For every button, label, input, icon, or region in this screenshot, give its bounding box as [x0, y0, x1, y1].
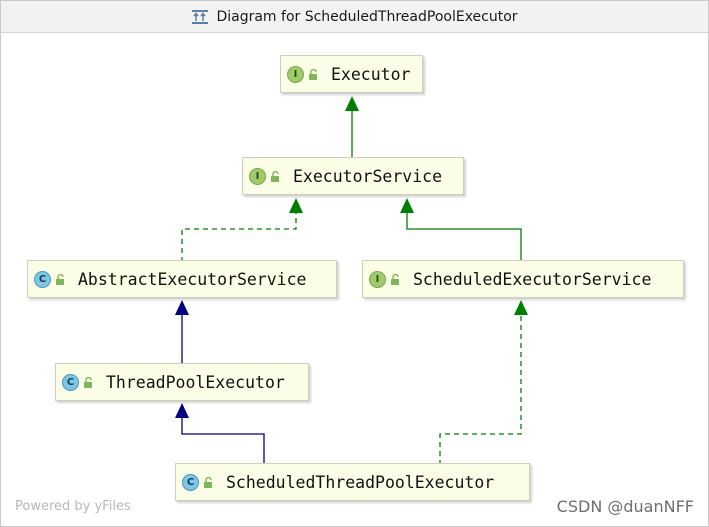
- arrowhead-scheduledexecutorservice: [514, 300, 528, 315]
- unlocked-icon: [204, 476, 212, 488]
- node-label: AbstractExecutorService: [78, 269, 307, 289]
- unlocked-icon: [391, 273, 399, 285]
- unlocked-icon: [56, 273, 64, 285]
- node-thread-pool-executor[interactable]: C ThreadPoolExecutor: [55, 363, 309, 401]
- node-abstract-executor-service[interactable]: C AbstractExecutorService: [27, 260, 337, 298]
- node-executor-service[interactable]: I ExecutorService: [242, 157, 464, 195]
- node-label: Executor: [331, 64, 411, 84]
- node-scheduled-thread-pool-executor[interactable]: C ScheduledThreadPoolExecutor: [175, 463, 530, 501]
- edges-layer: [175, 96, 528, 465]
- arrowhead-abstractexecutorservice: [175, 300, 189, 315]
- class-icon: C: [62, 373, 79, 391]
- unlocked-icon: [309, 68, 317, 80]
- edge-scheduledthreadpoolexecutor-to-scheduledexecutorservice: [439, 315, 522, 465]
- diagram-canvas[interactable]: I Executor I ExecutorService C AbstractE…: [1, 33, 708, 526]
- powered-by-label: Powered by yFiles: [15, 499, 131, 514]
- arrowhead-threadpoolexecutor: [175, 403, 189, 418]
- window-title: Diagram for ScheduledThreadPoolExecutor: [216, 8, 518, 25]
- arrowhead-executor: [345, 96, 359, 111]
- class-icon: C: [34, 270, 51, 288]
- edge-abstractexecutorservice-to-executorservice: [181, 213, 297, 262]
- arrowhead-executorservice-left: [289, 198, 303, 213]
- arrowhead-executorservice-right: [400, 198, 414, 213]
- edge-scheduledthreadpoolexecutor-to-threadpoolexecutor: [181, 418, 265, 465]
- unlocked-icon: [271, 170, 279, 182]
- interface-icon: I: [369, 270, 386, 288]
- edge-scheduledexecutorservice-to-executorservice: [406, 213, 522, 262]
- node-scheduled-executor-service[interactable]: I ScheduledExecutorService: [362, 260, 684, 298]
- diagram-icon: [192, 9, 209, 24]
- class-icon: C: [182, 473, 199, 491]
- node-executor[interactable]: I Executor: [280, 55, 423, 93]
- node-label: ScheduledThreadPoolExecutor: [226, 472, 495, 492]
- watermark-label: CSDN @duanNFF: [556, 497, 694, 516]
- unlocked-icon: [84, 376, 92, 388]
- interface-icon: I: [287, 65, 304, 83]
- node-label: ThreadPoolExecutor: [106, 372, 285, 392]
- node-label: ScheduledExecutorService: [413, 269, 652, 289]
- title-bar: Diagram for ScheduledThreadPoolExecutor: [1, 1, 708, 33]
- node-label: ExecutorService: [293, 166, 443, 186]
- interface-icon: I: [249, 167, 266, 185]
